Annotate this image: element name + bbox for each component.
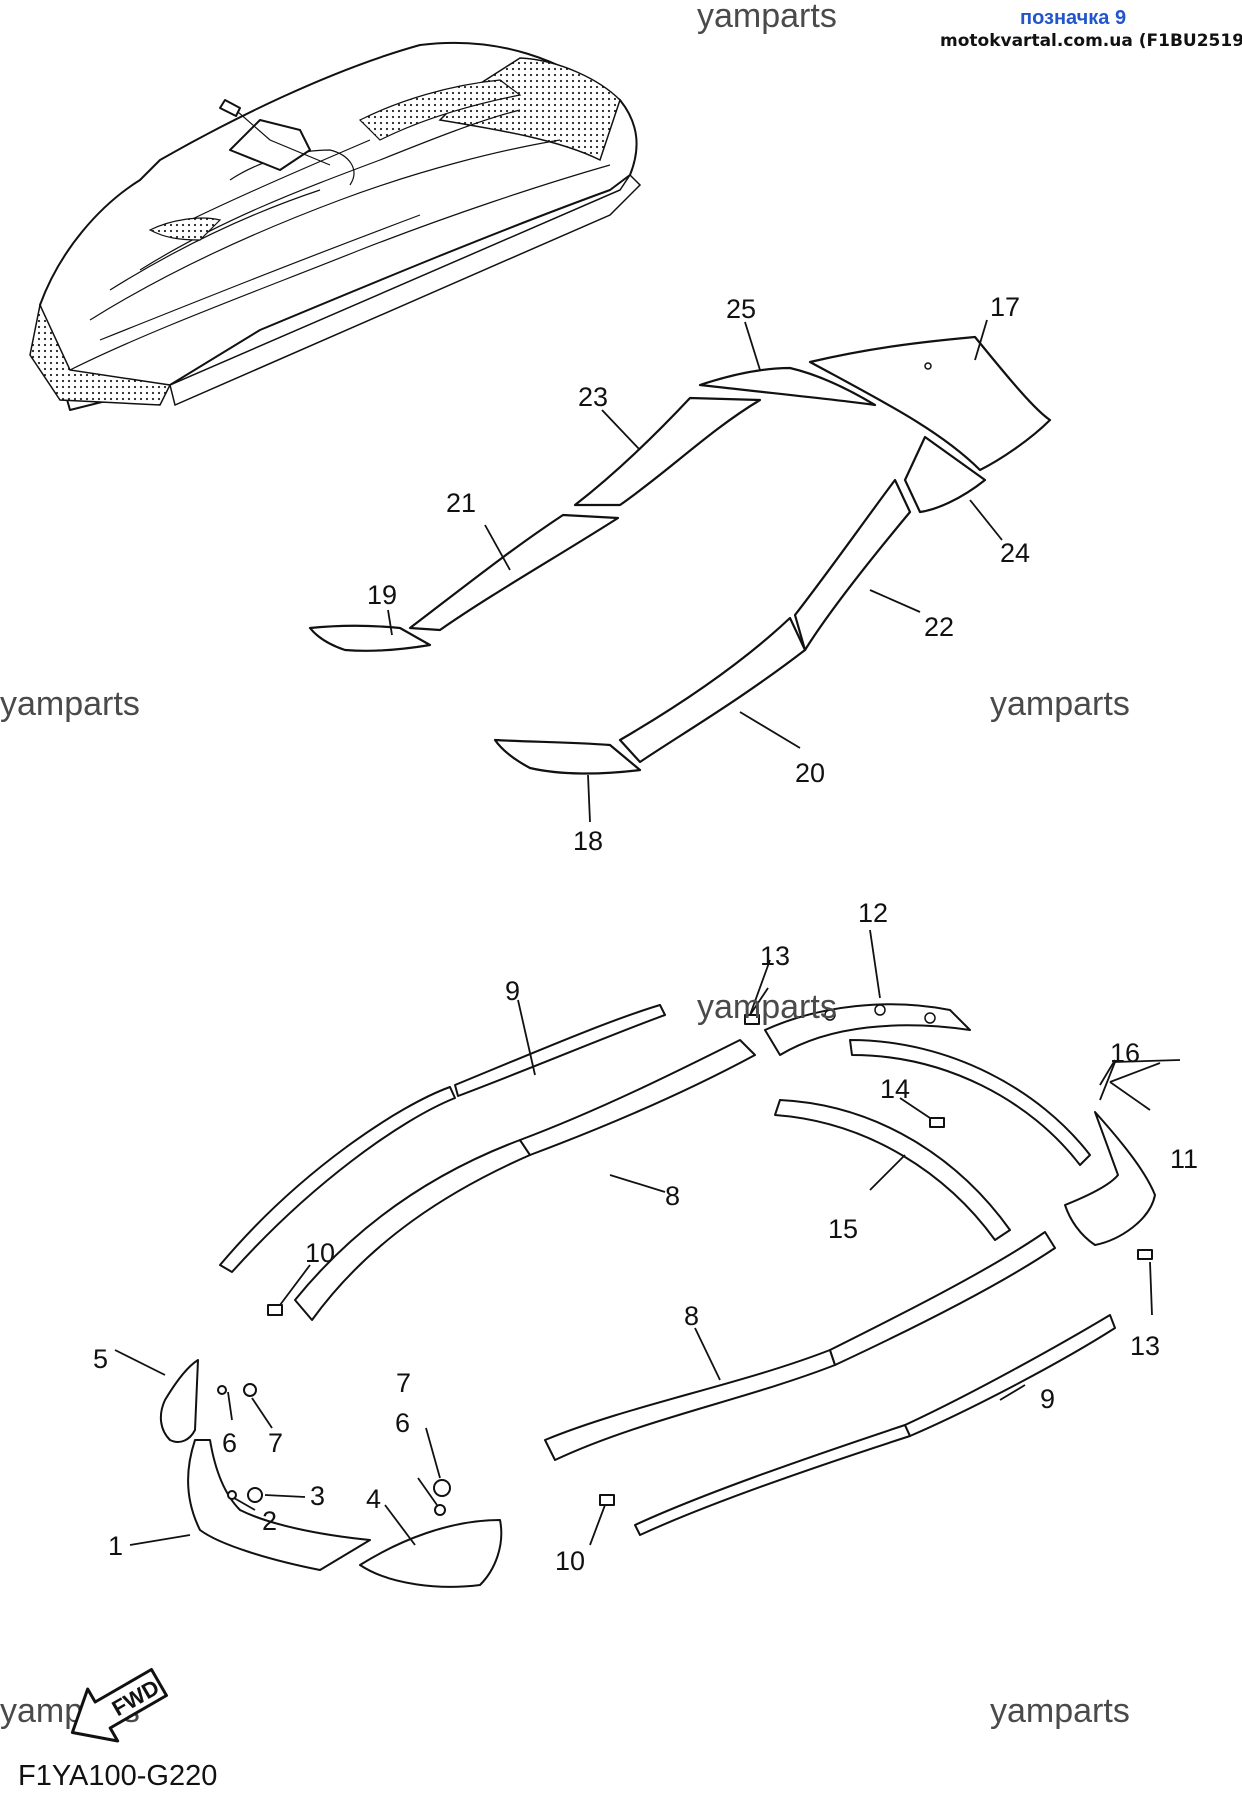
rail-16 [849,1039,1091,1166]
deck-mat-24 [903,435,987,514]
callout-12: 12 [858,898,888,928]
rail-8-lower [544,1349,836,1461]
watermark-center: yamparts [697,988,837,1026]
callout-22: 22 [924,612,954,642]
deck-mat-23 [573,396,762,507]
callout-19: 19 [367,580,397,610]
callout-14: 14 [880,1074,910,1104]
watercraft-illustration [29,41,642,411]
callout-17: 17 [990,292,1020,322]
front-bumper-1 [187,1439,371,1571]
watermark-bottom-right: yamparts [990,1692,1130,1730]
watermarks: yamparts yamparts yamparts yamparts yamp… [0,685,1130,1730]
callout-2: 2 [262,1506,277,1536]
rail-9-lower [634,1424,911,1536]
callout-23: 23 [578,382,608,412]
rail-9-upper-rear [454,1004,666,1097]
washer-6-upper [217,1385,227,1395]
callout-numbers: 17 25 23 21 19 24 22 20 18 9 13 12 16 14… [93,292,1198,1576]
rail-15 [774,1099,1011,1241]
cover-4 [359,1519,503,1588]
washer-2 [227,1490,237,1500]
watermark-mid-right: yamparts [990,685,1130,723]
callout-18: 18 [573,826,603,856]
callout-6-lower: 6 [395,1408,410,1438]
figure-code: F1YA100-G220 [18,1760,217,1792]
callout-7-upper: 7 [268,1428,283,1458]
callout-13-lower: 13 [1130,1331,1160,1361]
callout-21: 21 [446,488,476,518]
rail-9-upper [219,1086,456,1273]
deck-mat-22 [793,478,912,652]
callout-10-upper: 10 [305,1238,335,1268]
leader-lines [114,319,1181,1546]
callout-25: 25 [726,294,756,324]
callout-6-upper: 6 [222,1428,237,1458]
nut-7-lower [433,1479,451,1497]
callout-11: 11 [1170,1144,1198,1174]
deck-mat-17 [808,335,1052,472]
callout-9-lower: 9 [1040,1384,1055,1414]
callout-1: 1 [108,1531,123,1561]
callout-16: 16 [1110,1038,1140,1068]
washer-6-lower [434,1504,446,1516]
tag-label: позначка 9 [1020,7,1126,29]
screw-10-upper [267,1304,283,1316]
corner-bumper-11 [1064,1111,1156,1246]
rail-8-lower-rear [829,1231,1056,1366]
callout-5: 5 [93,1344,108,1374]
deck-mat-25 [698,366,877,407]
screw-13-upper [744,1014,760,1025]
callout-8-upper: 8 [665,1181,680,1211]
deck-mat-18 [493,738,642,775]
callout-7-lower: 7 [396,1368,411,1398]
watermark-mid-left: yamparts [0,685,140,723]
deck-mats-group [308,335,1052,775]
watermark-top: yamparts [697,0,837,35]
nut-3 [247,1487,263,1503]
callout-4: 4 [366,1484,381,1514]
deck-mat-20 [618,616,807,764]
callout-9-upper: 9 [505,976,520,1006]
side-cover-5 [159,1359,199,1443]
callout-24: 24 [1000,538,1030,568]
callout-10-lower: 10 [555,1546,585,1576]
callout-13-upper: 13 [760,941,790,971]
callout-8-lower: 8 [684,1301,699,1331]
deck-mat-19 [308,624,432,652]
rivet-14 [929,1117,945,1128]
callout-20: 20 [795,758,825,788]
callout-15: 15 [828,1214,858,1244]
callout-3: 3 [310,1481,325,1511]
source-line: motokvartal.com.ua (F1BU25191000) [940,31,1242,51]
deck-mat-21 [408,513,620,632]
rail-8-upper-rear [519,1039,756,1156]
nut-7-upper [243,1383,257,1397]
rivet-13-lower [1137,1249,1153,1260]
screw-10-lower [599,1494,615,1506]
rail-9-lower-rear [904,1314,1116,1437]
rails-group [159,1003,1156,1588]
